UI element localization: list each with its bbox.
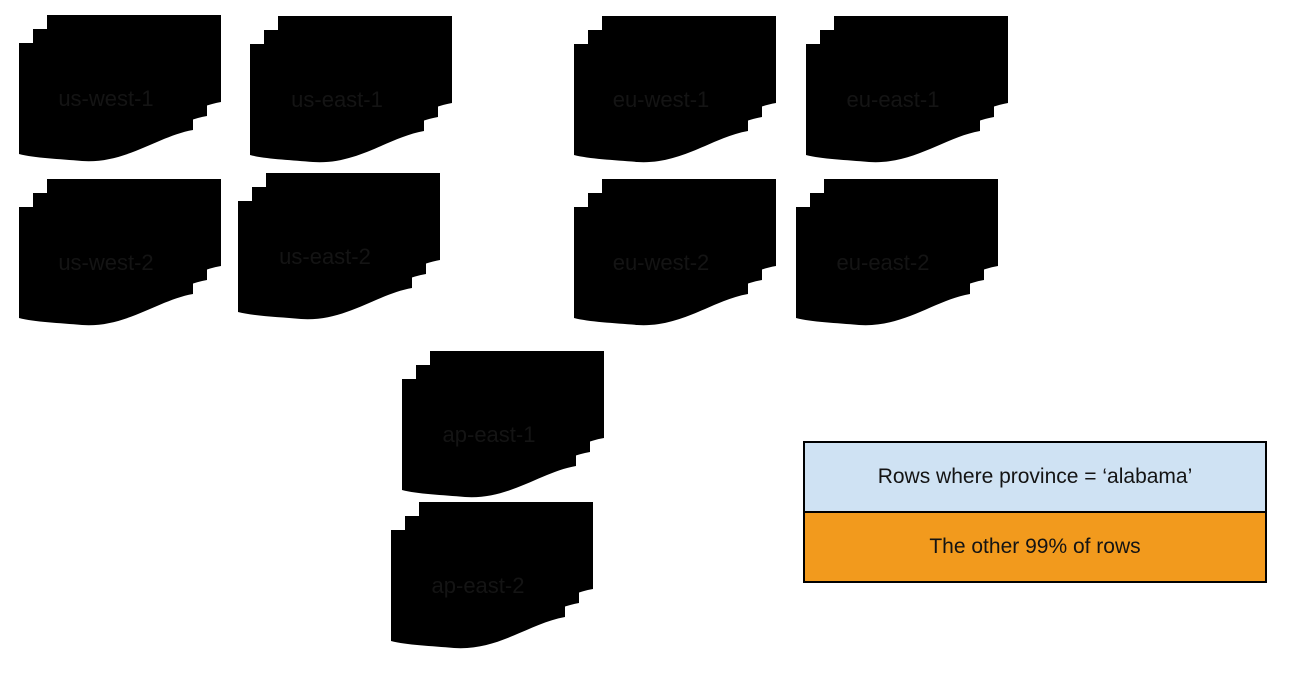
region-stack-us-west-2: us-west-2 — [17, 176, 227, 330]
region-stack-ap-east-1: ap-east-1 — [400, 348, 610, 502]
region-label: eu-east-2 — [836, 250, 930, 275]
region-stack-us-east-1: us-east-1 — [248, 13, 458, 167]
region-label: eu-west-1 — [612, 87, 710, 112]
region-stack-ap-east-2: ap-east-2 — [389, 499, 599, 653]
region-label: us-west-2 — [58, 250, 154, 275]
region-label: us-east-2 — [279, 244, 371, 269]
region-stack-eu-east-1: eu-east-1 — [804, 13, 1014, 167]
region-label: ap-east-1 — [442, 422, 536, 447]
legend-item-label: Rows where province = ‘alabama’ — [877, 465, 1193, 488]
region-label: ap-east-2 — [431, 573, 525, 598]
region-label: eu-east-1 — [846, 87, 940, 112]
region-stack-eu-west-2: eu-west-2 — [572, 176, 782, 330]
legend: Rows where province = ‘alabama’ The othe… — [803, 441, 1267, 583]
region-label: us-east-1 — [291, 87, 383, 112]
region-label: us-west-1 — [58, 86, 154, 111]
legend-item-label: The other 99% of rows — [929, 535, 1141, 558]
legend-item-other-rows: The other 99% of rows — [805, 513, 1265, 581]
region-label: eu-west-2 — [612, 250, 710, 275]
region-stack-eu-east-2: eu-east-2 — [794, 176, 1004, 330]
region-stack-us-east-2: us-east-2 — [236, 170, 446, 324]
region-stack-us-west-1: us-west-1 — [17, 12, 227, 166]
legend-item-alabama-rows: Rows where province = ‘alabama’ — [805, 443, 1265, 513]
region-stack-eu-west-1: eu-west-1 — [572, 13, 782, 167]
